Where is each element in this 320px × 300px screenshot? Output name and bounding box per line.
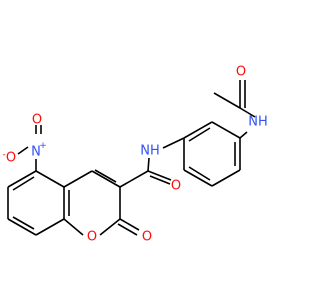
bond [183, 121, 213, 139]
nitro-nitrogen-charge: + [39, 141, 47, 151]
nitro-oxygen-left-label: O [6, 151, 16, 166]
bond [188, 127, 211, 142]
lactone-oxygen-label: O [142, 230, 152, 245]
bond [91, 170, 121, 188]
bond [99, 218, 121, 236]
bond [17, 146, 29, 155]
bond [147, 157, 150, 172]
bond [35, 218, 65, 236]
bond [35, 170, 65, 188]
carboxamide-nh-label: NH [140, 144, 160, 159]
acetamide-nh-label: NH [248, 115, 268, 130]
bond-lines [7, 80, 256, 236]
bond [183, 169, 213, 187]
bond [211, 121, 241, 139]
nitro-oxygen-top-label: O [32, 113, 42, 128]
bond [149, 175, 171, 185]
bond [119, 218, 140, 231]
ring-oxygen-label: O [87, 230, 97, 245]
bond [213, 92, 241, 109]
bond [117, 223, 138, 236]
bond [12, 176, 35, 191]
nitro-nitrogen-label: N [31, 145, 41, 160]
bond [63, 218, 84, 236]
bond [188, 166, 211, 181]
bond [94, 169, 117, 183]
bond [147, 170, 172, 181]
acetyl-oxygen-label: O [236, 65, 246, 80]
bond [162, 137, 185, 149]
bond [7, 218, 37, 236]
nitro-oxygen-charge: - [2, 150, 5, 160]
bond [7, 170, 37, 188]
bond [12, 216, 35, 230]
atom-labels: O NH NH O N + O O - O O [2, 65, 267, 245]
molecule-structure: O NH NH O N + O O - O O [2, 65, 267, 245]
carboxamide-oxygen-label: O [171, 179, 181, 194]
bond [239, 107, 256, 118]
bond [119, 170, 149, 188]
bond [239, 131, 248, 139]
structure-drawing: O NH NH O N + O O - O O [2, 65, 267, 245]
bond [63, 170, 93, 188]
bond [211, 169, 241, 187]
